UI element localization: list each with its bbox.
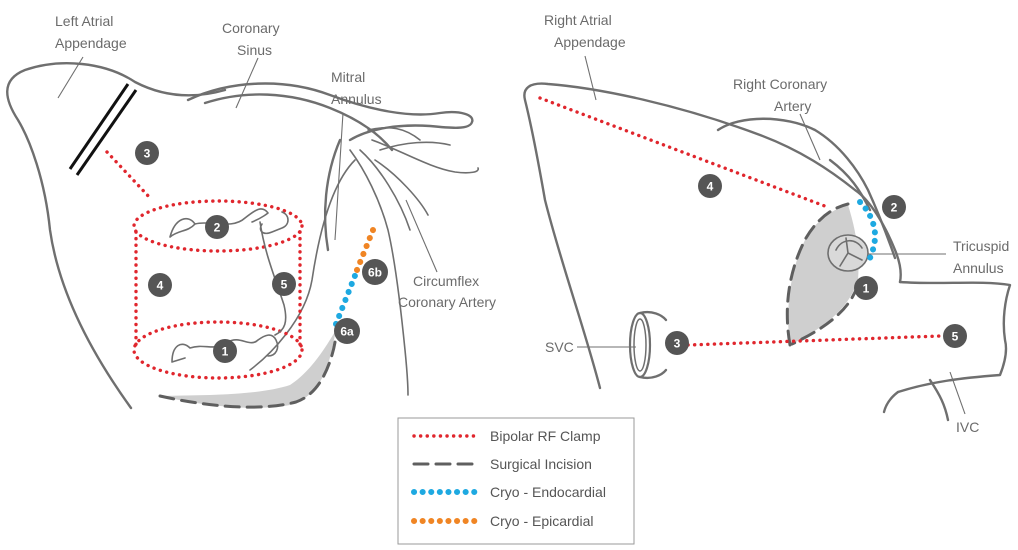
label-mitral-annulus-2: Annulus [331, 91, 382, 107]
left-badge-1: 1 [213, 339, 237, 363]
label-svc: SVC [545, 339, 574, 355]
label-left-atrial-appendage-2: Appendage [55, 35, 127, 51]
label-mitral-annulus-1: Mitral [331, 69, 365, 85]
svg-text:5: 5 [952, 330, 959, 344]
left-bipolar-lines [107, 152, 302, 378]
label-tricuspid-1: Tricuspid [953, 238, 1009, 254]
leader-right-coronary [800, 114, 820, 160]
label-circumflex-2: Coronary Artery [398, 294, 496, 310]
svg-text:6a: 6a [340, 325, 354, 339]
label-coronary-sinus-1: Coronary [222, 20, 280, 36]
left-cryo-endocardial [336, 273, 356, 324]
pulmonary-vein-upper [170, 209, 288, 237]
svg-text:2: 2 [891, 201, 898, 215]
circumflex-branch-3 [375, 142, 450, 215]
right-badge-2: 2 [882, 195, 906, 219]
appendage-clamp [70, 84, 136, 175]
legend-label-cryo-epi: Cryo - Epicardial [490, 513, 593, 529]
label-left-atrial-appendage-1: Left Atrial [55, 13, 113, 29]
tricuspid-valve [828, 235, 868, 271]
right-badge-5: 5 [943, 324, 967, 348]
left-badge-6b: 6b [362, 259, 388, 285]
label-circumflex-1: Circumflex [413, 273, 479, 289]
left-badge-2: 2 [205, 215, 229, 239]
svg-text:3: 3 [144, 147, 151, 161]
label-tricuspid-2: Annulus [953, 260, 1004, 276]
svc-vessel [630, 312, 666, 378]
right-badge-4: 4 [698, 174, 722, 198]
label-right-atrial-appendage-2: Appendage [554, 34, 626, 50]
svg-text:6b: 6b [368, 266, 382, 280]
svg-text:1: 1 [222, 345, 229, 359]
left-atrium-outline [7, 63, 225, 408]
left-badge-5: 5 [272, 272, 296, 296]
left-atrium-diagram: Left Atrial Appendage Coronary Sinus Mit… [7, 13, 496, 408]
right-badge-3: 3 [665, 331, 689, 355]
right-bipolar-line-3-5 [688, 336, 940, 345]
leader-circumflex [406, 200, 437, 272]
svg-text:5: 5 [281, 278, 288, 292]
label-ivc: IVC [956, 419, 979, 435]
svg-text:4: 4 [707, 180, 714, 194]
svg-text:2: 2 [214, 221, 221, 235]
leader-right-atrial-appendage [585, 56, 596, 100]
right-atrium-diagram: Right Atrial Appendage Right Coronary Ar… [524, 12, 1010, 435]
right-incision-area [788, 205, 858, 345]
legend-label-bipolar: Bipolar RF Clamp [490, 428, 601, 444]
label-coronary-sinus-2: Sinus [237, 42, 272, 58]
svg-text:4: 4 [157, 279, 164, 293]
left-badge-3: 3 [135, 141, 159, 165]
legend-label-incision: Surgical Incision [490, 456, 592, 472]
svg-text:1: 1 [863, 282, 870, 296]
label-right-atrial-appendage-1: Right Atrial [544, 12, 612, 28]
right-bipolar-line-4 [540, 98, 830, 208]
label-right-coronary-1: Right Coronary [733, 76, 827, 92]
legend: Bipolar RF Clamp Surgical Incision Cryo … [398, 418, 634, 544]
svg-text:3: 3 [674, 337, 681, 351]
circumflex-branch-2 [360, 140, 478, 230]
right-badge-1: 1 [854, 276, 878, 300]
left-badge-6a: 6a [334, 318, 360, 344]
label-right-coronary-2: Artery [774, 98, 811, 114]
legend-label-cryo-endo: Cryo - Endocardial [490, 484, 606, 500]
left-badge-4: 4 [148, 273, 172, 297]
